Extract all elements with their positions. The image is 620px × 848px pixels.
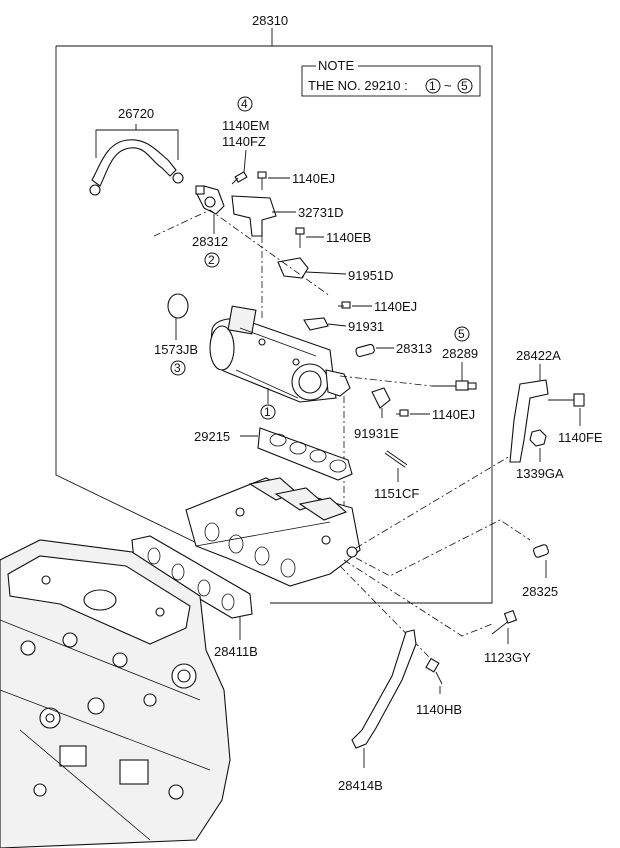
hose-26720 [91, 139, 177, 187]
label-28414B: 28414B [338, 778, 383, 793]
label-1339GA: 1339GA [516, 466, 564, 481]
guide-to-bracket [355, 455, 511, 549]
intake-manifold [185, 477, 361, 587]
label-1140EJ-2: 1140EJ [374, 299, 417, 314]
assembly-frame-right [56, 45, 493, 604]
label-28289: 28289 [442, 346, 478, 361]
engine-cylinder-head [0, 539, 231, 848]
note-range-start-circle [425, 78, 441, 94]
hose-clamp-right [172, 172, 184, 184]
callout-2-circle [204, 252, 220, 268]
bolt-1140EB [295, 227, 305, 248]
callout-5: 5 [458, 327, 465, 341]
gasket-31-leader [327, 323, 347, 327]
guide-to-bolt-gy [343, 559, 493, 637]
note-frame [301, 65, 481, 97]
label-28411B: 28411B [214, 644, 258, 659]
guide-upper-left [153, 209, 331, 297]
hose-clamp-left [89, 184, 101, 196]
assembly-frame-left [55, 46, 233, 561]
plug-1573JB [167, 293, 189, 319]
callout-3-circle [170, 360, 186, 376]
label-1140EB: 1140EB [326, 230, 371, 245]
label-28325: 28325 [522, 584, 558, 599]
hose-28313 [355, 343, 375, 358]
bolt-1140FZ [231, 171, 248, 185]
bolt-1123GY [491, 609, 518, 635]
note-range-end-circle [457, 78, 473, 94]
callout-3: 3 [174, 361, 181, 375]
callout-4-circle [237, 96, 253, 112]
label-1140EM: 1140EM [222, 118, 269, 133]
bolt-fz-leader [243, 149, 247, 173]
label-28313: 28313 [396, 341, 432, 356]
bolt-1140EJ-mid [338, 301, 351, 309]
label-1140FE: 1140FE [558, 430, 603, 445]
cap-28325 [533, 544, 549, 558]
bolt-1140FE [548, 393, 585, 407]
guide-sensor [339, 375, 433, 387]
label-1151CF: 1151CF [374, 486, 419, 501]
label-29215: 29215 [194, 429, 230, 444]
label-28422A: 28422A [516, 348, 561, 363]
label-1573JB: 1573JB [154, 342, 198, 357]
note-title: NOTE [318, 58, 354, 73]
note-box: NOTE THE NO. 29210 : 1 ~ 5 [301, 58, 481, 97]
callout-4: 4 [241, 97, 248, 111]
callout-1-circle [260, 404, 276, 420]
hose-bracket-leader [95, 129, 179, 160]
callout-2: 2 [208, 253, 215, 267]
fitting-28312 [195, 185, 225, 215]
note-range-end: 5 [461, 79, 468, 93]
label-91931E: 91931E [354, 426, 399, 441]
gasket-29215 [257, 427, 353, 481]
label-28312: 28312 [192, 234, 228, 249]
stay-28414B [351, 629, 417, 749]
bolt-1140EJ-low [396, 409, 409, 417]
label-26720: 26720 [118, 106, 154, 121]
label-1140HB: 1140HB [416, 702, 462, 717]
guide-to-cap [355, 519, 531, 577]
gasket-91951D [277, 257, 309, 279]
note-text: THE NO. 29210 : [308, 78, 408, 93]
gasket-91931 [303, 317, 329, 331]
guide-to-stay [339, 565, 433, 661]
gasket-d-leader [305, 271, 347, 275]
label-32731D: 32731D [298, 205, 344, 220]
label-28310: 28310 [252, 13, 288, 28]
bolt-1140EJ-top [257, 171, 267, 190]
callout-5-circle [454, 326, 470, 342]
gasket-91931E [371, 387, 391, 409]
bracket-28422A [509, 379, 549, 463]
label-1140EJ-1: 1140EJ [292, 171, 335, 186]
bolt-1140HB [425, 657, 443, 685]
note-title-bg [316, 60, 358, 72]
label-91931: 91931 [348, 319, 384, 334]
label-1140FZ: 1140FZ [222, 134, 266, 149]
stud-1151CF [384, 450, 408, 468]
note-range-sep: ~ [444, 78, 452, 93]
note-range-start: 1 [429, 79, 436, 93]
label-91951D: 91951D [348, 268, 394, 283]
intake-chamber [209, 305, 351, 403]
sensor-28289 [432, 380, 477, 391]
callout-1: 1 [264, 405, 271, 419]
nut-1339GA [529, 429, 547, 447]
bracket-32731D [231, 195, 277, 237]
label-1140EJ-3: 1140EJ [432, 407, 475, 422]
label-1123GY: 1123GY [484, 650, 531, 665]
